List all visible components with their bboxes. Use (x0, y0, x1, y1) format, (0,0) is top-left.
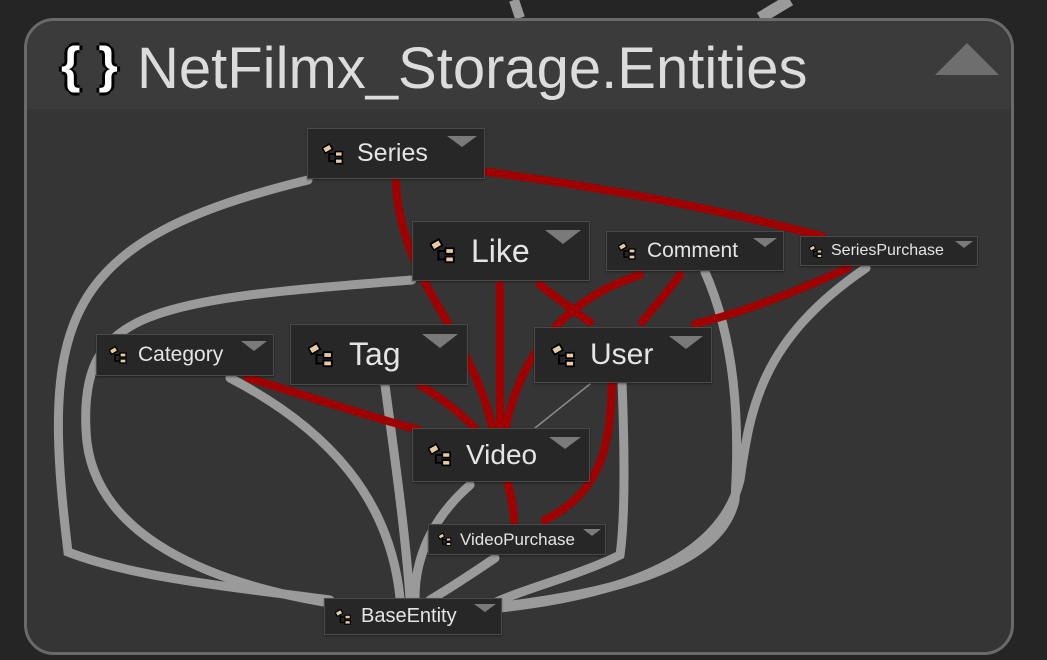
edge-seriespurchase-user (691, 264, 852, 328)
entity-video-purchase[interactable]: VideoPurchase (428, 524, 606, 555)
entity-label: Video (466, 439, 538, 470)
entity-tag[interactable]: Tag (290, 324, 468, 385)
entity-label: Like (471, 232, 530, 269)
edge-user-video-thin (534, 383, 591, 429)
class-icon (430, 237, 458, 265)
entity-comment[interactable]: Comment (606, 231, 784, 271)
entity-label: Tag (349, 336, 401, 372)
entity-label: BaseEntity (361, 605, 457, 627)
edge-seriespurchase-baseentity (495, 263, 871, 613)
braces-icon: { } (61, 37, 120, 93)
namespace-header: { } NetFilmx_Storage.Entities (27, 21, 1011, 109)
inheritance-edges (53, 175, 871, 613)
class-icon (322, 142, 346, 166)
edge-tag-baseentity (380, 380, 415, 603)
class-icon (308, 341, 336, 369)
edge-user-baseentity (487, 377, 629, 609)
expand-chevron-icon[interactable] (474, 604, 496, 612)
entity-base-entity[interactable]: BaseEntity (324, 598, 502, 635)
entity-label: Series (357, 139, 428, 167)
expand-chevron-icon[interactable] (753, 238, 777, 247)
entity-like[interactable]: Like (412, 221, 590, 281)
entity-video[interactable]: Video (412, 428, 590, 482)
edge-like-baseentity (81, 275, 417, 608)
entity-label: Category (138, 343, 224, 366)
expand-chevron-icon[interactable] (422, 334, 458, 348)
entity-category[interactable]: Category (96, 334, 274, 376)
expand-chevron-icon[interactable] (545, 230, 581, 244)
collapse-group-button[interactable] (935, 43, 999, 75)
class-icon (335, 608, 353, 626)
entity-label: Comment (647, 239, 739, 262)
class-icon (109, 345, 129, 365)
expand-chevron-icon[interactable] (447, 136, 477, 147)
namespace-title: NetFilmx_Storage.Entities (137, 36, 808, 101)
edge-user-videopurchase (541, 380, 616, 524)
expand-chevron-icon[interactable] (549, 437, 581, 449)
entity-label: User (590, 338, 654, 371)
edge-tag-video (416, 381, 479, 432)
expand-chevron-icon[interactable] (241, 341, 267, 351)
edge-video-videopurchase (504, 480, 518, 526)
entity-series[interactable]: Series (307, 128, 485, 179)
edge-series-video (392, 178, 496, 430)
entity-series-purchase[interactable]: SeriesPurchase (800, 236, 978, 266)
edge-category-video (244, 374, 424, 434)
edge-videopurchase-baseentity (425, 553, 500, 605)
edge-video-baseentity (410, 480, 475, 603)
edge-comment-user (638, 271, 684, 326)
class-icon (551, 342, 578, 369)
expand-chevron-icon[interactable] (583, 529, 601, 536)
edge-series-seriespurchase (484, 168, 826, 240)
edge-series-baseentity (53, 175, 335, 605)
edge-like-user (536, 281, 594, 326)
entity-label: VideoPurchase (460, 529, 575, 549)
class-icon (618, 241, 638, 261)
entity-user[interactable]: User (534, 327, 712, 383)
entity-label: SeriesPurchase (831, 242, 944, 259)
edge-category-baseentity (225, 373, 405, 603)
expand-chevron-icon[interactable] (669, 336, 703, 349)
class-icon (809, 244, 824, 259)
class-icon (438, 532, 453, 547)
expand-chevron-icon[interactable] (955, 241, 973, 248)
association-edges (244, 168, 852, 526)
class-icon (428, 442, 454, 468)
